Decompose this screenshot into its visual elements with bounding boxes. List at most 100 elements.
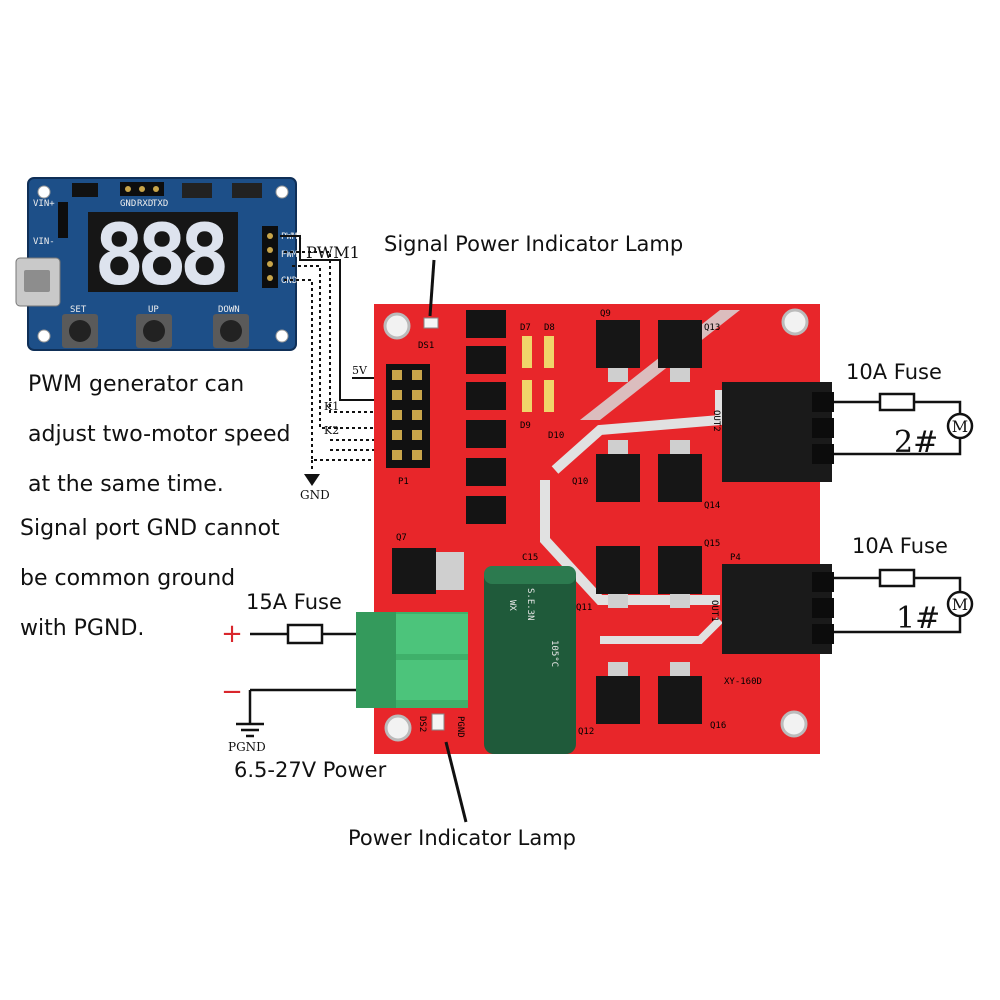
p4-label: P4 bbox=[730, 553, 741, 563]
motor-2-icon: M bbox=[952, 417, 968, 436]
fuse-15-label: 15A Fuse bbox=[246, 590, 342, 614]
fuse-1-label: 10A Fuse bbox=[852, 534, 948, 558]
down-button[interactable] bbox=[213, 314, 249, 348]
generator-top-pins: GND bbox=[120, 199, 136, 209]
q7-regulator bbox=[392, 548, 436, 594]
optocoupler-column bbox=[466, 310, 506, 524]
signal-lamp-pointer bbox=[428, 259, 436, 317]
q15-label: Q15 bbox=[704, 539, 720, 549]
p1-label: P1 bbox=[398, 477, 409, 487]
motor-1-circuit bbox=[834, 568, 974, 634]
generator-vin-minus: VIN- bbox=[33, 237, 55, 247]
d10-label: D10 bbox=[548, 431, 564, 441]
generator-mount-hole bbox=[275, 185, 289, 199]
seven-segment-display bbox=[88, 212, 238, 292]
minus-terminal-icon: − bbox=[221, 677, 243, 707]
generator-mount-hole bbox=[37, 185, 51, 199]
c15-label: C15 bbox=[522, 553, 538, 563]
k2-label: K2 bbox=[324, 424, 340, 437]
mosfet-array bbox=[596, 320, 702, 724]
up-button[interactable] bbox=[136, 314, 172, 348]
description-line-3: at the same time. bbox=[28, 472, 224, 497]
d9-label: D9 bbox=[520, 421, 531, 431]
signal-lamp-led bbox=[423, 317, 439, 329]
gnd-label: GND bbox=[300, 488, 330, 502]
capacitor-brand: WX bbox=[507, 600, 517, 611]
gnd-symbol-icon bbox=[304, 474, 320, 486]
motor-2-circuit bbox=[834, 392, 974, 456]
generator-mount-hole bbox=[275, 329, 289, 343]
pwm1-label: PWM1 bbox=[306, 243, 360, 262]
motor-2-label: 2# bbox=[894, 425, 938, 460]
q11-label: Q11 bbox=[576, 603, 592, 613]
display-digits: 888 bbox=[94, 206, 232, 304]
output-terminal-1 bbox=[722, 564, 834, 654]
description-line-2: adjust two-motor speed bbox=[28, 422, 291, 447]
capacitor-temp: 105°C bbox=[549, 640, 559, 667]
q16-label: Q16 bbox=[710, 721, 726, 731]
q13-label: Q13 bbox=[704, 323, 720, 333]
q7-tab bbox=[436, 552, 464, 590]
out1-label: OUT1 bbox=[709, 600, 719, 622]
generator-diode bbox=[72, 183, 98, 197]
power-terminal bbox=[356, 612, 468, 708]
capacitor-text: S.E.3N bbox=[525, 588, 535, 621]
generator-diode bbox=[182, 183, 212, 198]
k2-wire bbox=[292, 265, 382, 429]
d8-label: D8 bbox=[544, 323, 555, 333]
description-line-4: Signal port GND cannot bbox=[20, 516, 280, 541]
board-mount-hole bbox=[383, 312, 411, 340]
description-line-6: with PGND. bbox=[20, 616, 145, 641]
power-voltage-label: 6.5-27V Power bbox=[234, 758, 387, 782]
generator-top-pins: RXD bbox=[137, 199, 153, 209]
k1-label: K1 bbox=[324, 400, 340, 413]
fuse-2-label: 10A Fuse bbox=[846, 360, 942, 384]
up-button-label: UP bbox=[148, 305, 159, 315]
output-terminal-2 bbox=[722, 382, 834, 482]
q14-label: Q14 bbox=[704, 501, 720, 511]
k1-wire bbox=[284, 251, 382, 413]
q9-label: Q9 bbox=[600, 309, 611, 319]
motor-1-label: 1# bbox=[896, 601, 940, 636]
board-mount-hole bbox=[781, 308, 809, 336]
out2-label: OUT2 bbox=[711, 410, 721, 432]
down-button-label: DOWN bbox=[218, 305, 240, 315]
power-lamp-pointer bbox=[444, 741, 468, 823]
motor-1-icon: M bbox=[952, 595, 968, 614]
5v-label: 5V bbox=[352, 364, 367, 377]
generator-mount-hole bbox=[37, 329, 51, 343]
description-line-5: be common ground bbox=[20, 566, 236, 591]
signal-lamp-label: Signal Power Indicator Lamp bbox=[384, 232, 684, 256]
q7-label: Q7 bbox=[396, 533, 407, 543]
board-mount-hole bbox=[780, 710, 808, 738]
generator-pin-gnd: GND bbox=[281, 276, 297, 286]
pgnd-label: PGND bbox=[228, 740, 266, 754]
board-model: XY-160D bbox=[724, 677, 762, 687]
generator-pin-pwm2: PWM2 bbox=[281, 250, 303, 260]
q10-label: Q10 bbox=[572, 477, 588, 487]
pwm1-wire bbox=[280, 235, 382, 401]
signal-wires bbox=[280, 235, 382, 472]
d7-label: D7 bbox=[520, 323, 531, 333]
plus-terminal-icon: + bbox=[221, 619, 243, 649]
power-lamp-label: Power Indicator Lamp bbox=[348, 826, 576, 850]
ds1-label: DS1 bbox=[418, 341, 434, 351]
gnd-signal-wire bbox=[284, 279, 382, 461]
set-button-label: SET bbox=[70, 305, 87, 315]
power-input-circuit bbox=[236, 623, 356, 738]
description-line-1: PWM generator can bbox=[28, 372, 245, 397]
pwm-generator-module: GND RXD TXD VIN+ VIN- 888 PWM1 PWM2 GND bbox=[15, 177, 303, 351]
board-mount-hole bbox=[384, 714, 412, 742]
electrolytic-capacitor bbox=[484, 566, 576, 754]
generator-output-header bbox=[262, 226, 278, 288]
set-button[interactable] bbox=[62, 314, 98, 348]
diode-group bbox=[522, 336, 554, 412]
generator-left-pads bbox=[58, 202, 68, 238]
micro-usb-opening bbox=[24, 270, 50, 292]
motor-driver-board: P1 DS1 D7 D8 D9 D10 bbox=[356, 304, 834, 754]
pgnd-board-label: PGND bbox=[455, 716, 465, 738]
ds2-label: DS2 bbox=[417, 716, 427, 732]
generator-vin-plus: VIN+ bbox=[33, 199, 55, 209]
generator-diode bbox=[232, 183, 262, 198]
